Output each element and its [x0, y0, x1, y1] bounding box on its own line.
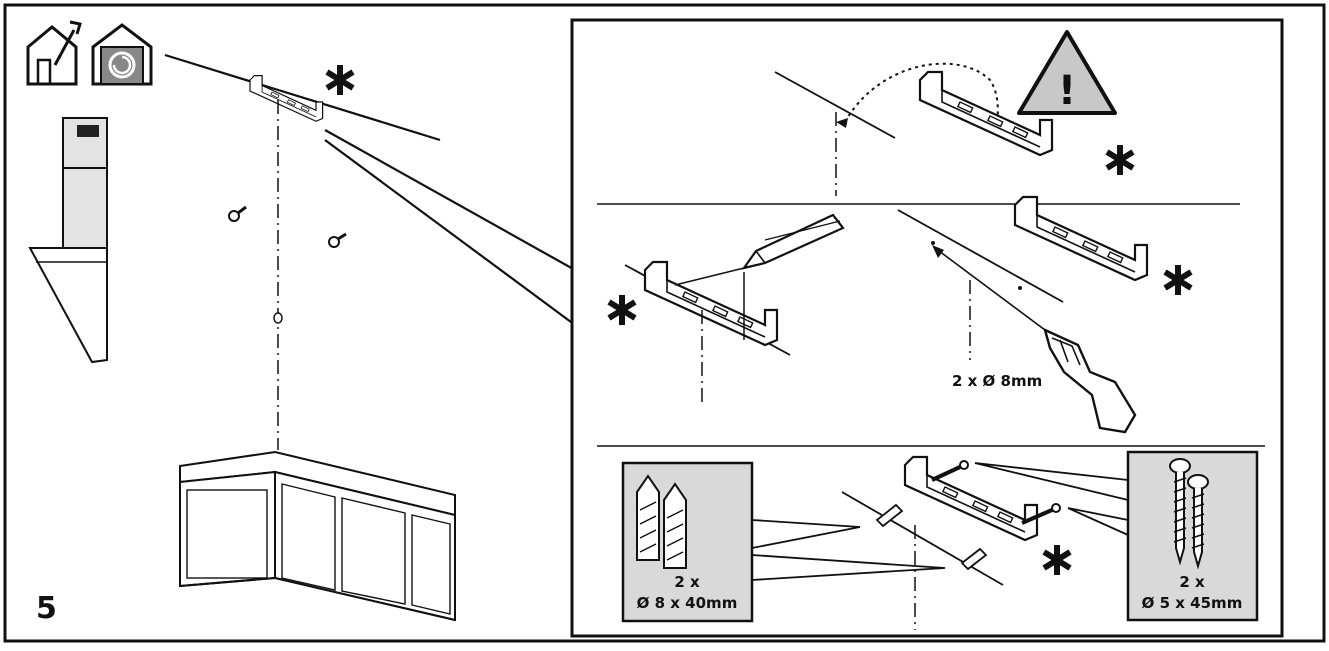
- plug-callout-2: [751, 554, 946, 581]
- asterisk-mark: [327, 65, 353, 95]
- house-with-filter-icon: [91, 23, 153, 86]
- zoom-line-bottom: [324, 139, 576, 326]
- screw-icon: [1169, 458, 1209, 570]
- drill-icon: [1043, 327, 1137, 434]
- screw-icon: [931, 460, 1061, 525]
- warning-mark: !: [1058, 68, 1076, 114]
- wall-plug-icon: [636, 474, 687, 569]
- outer-frame: [3, 3, 1326, 643]
- wall-plug-icon: [875, 503, 988, 571]
- wall-bracket-small: [249, 74, 324, 122]
- plug-callout-1: [751, 519, 861, 549]
- wall-line-detail: [774, 71, 896, 139]
- screw-icon: [328, 232, 347, 248]
- screw-size-label: Ø 5 x 45mm: [1142, 594, 1243, 612]
- wall-line-fix: [841, 491, 1004, 586]
- kitchen-cabinets: [179, 450, 456, 622]
- screw-callout-1: [974, 462, 1129, 501]
- step-number: 5: [36, 591, 57, 626]
- warning-triangle-icon: !: [1017, 30, 1117, 115]
- plug-count-label: 2 x: [674, 573, 700, 591]
- zoom-line-top: [324, 129, 576, 271]
- plug-size-label: Ø 8 x 40mm: [637, 594, 738, 612]
- drill-hole-mark: [273, 312, 283, 324]
- cooker-hood: [28, 117, 108, 364]
- drill-spec-label: 2 x Ø 8mm: [952, 372, 1042, 390]
- screw-count-label: 2 x: [1179, 573, 1205, 591]
- wall-line-drill: [897, 209, 1064, 303]
- pencil-icon: [741, 213, 845, 270]
- screw-icon: [228, 205, 247, 222]
- house-with-duct-icon: [26, 20, 82, 86]
- wall-line: [164, 53, 441, 142]
- screw-callout-2: [1067, 507, 1129, 536]
